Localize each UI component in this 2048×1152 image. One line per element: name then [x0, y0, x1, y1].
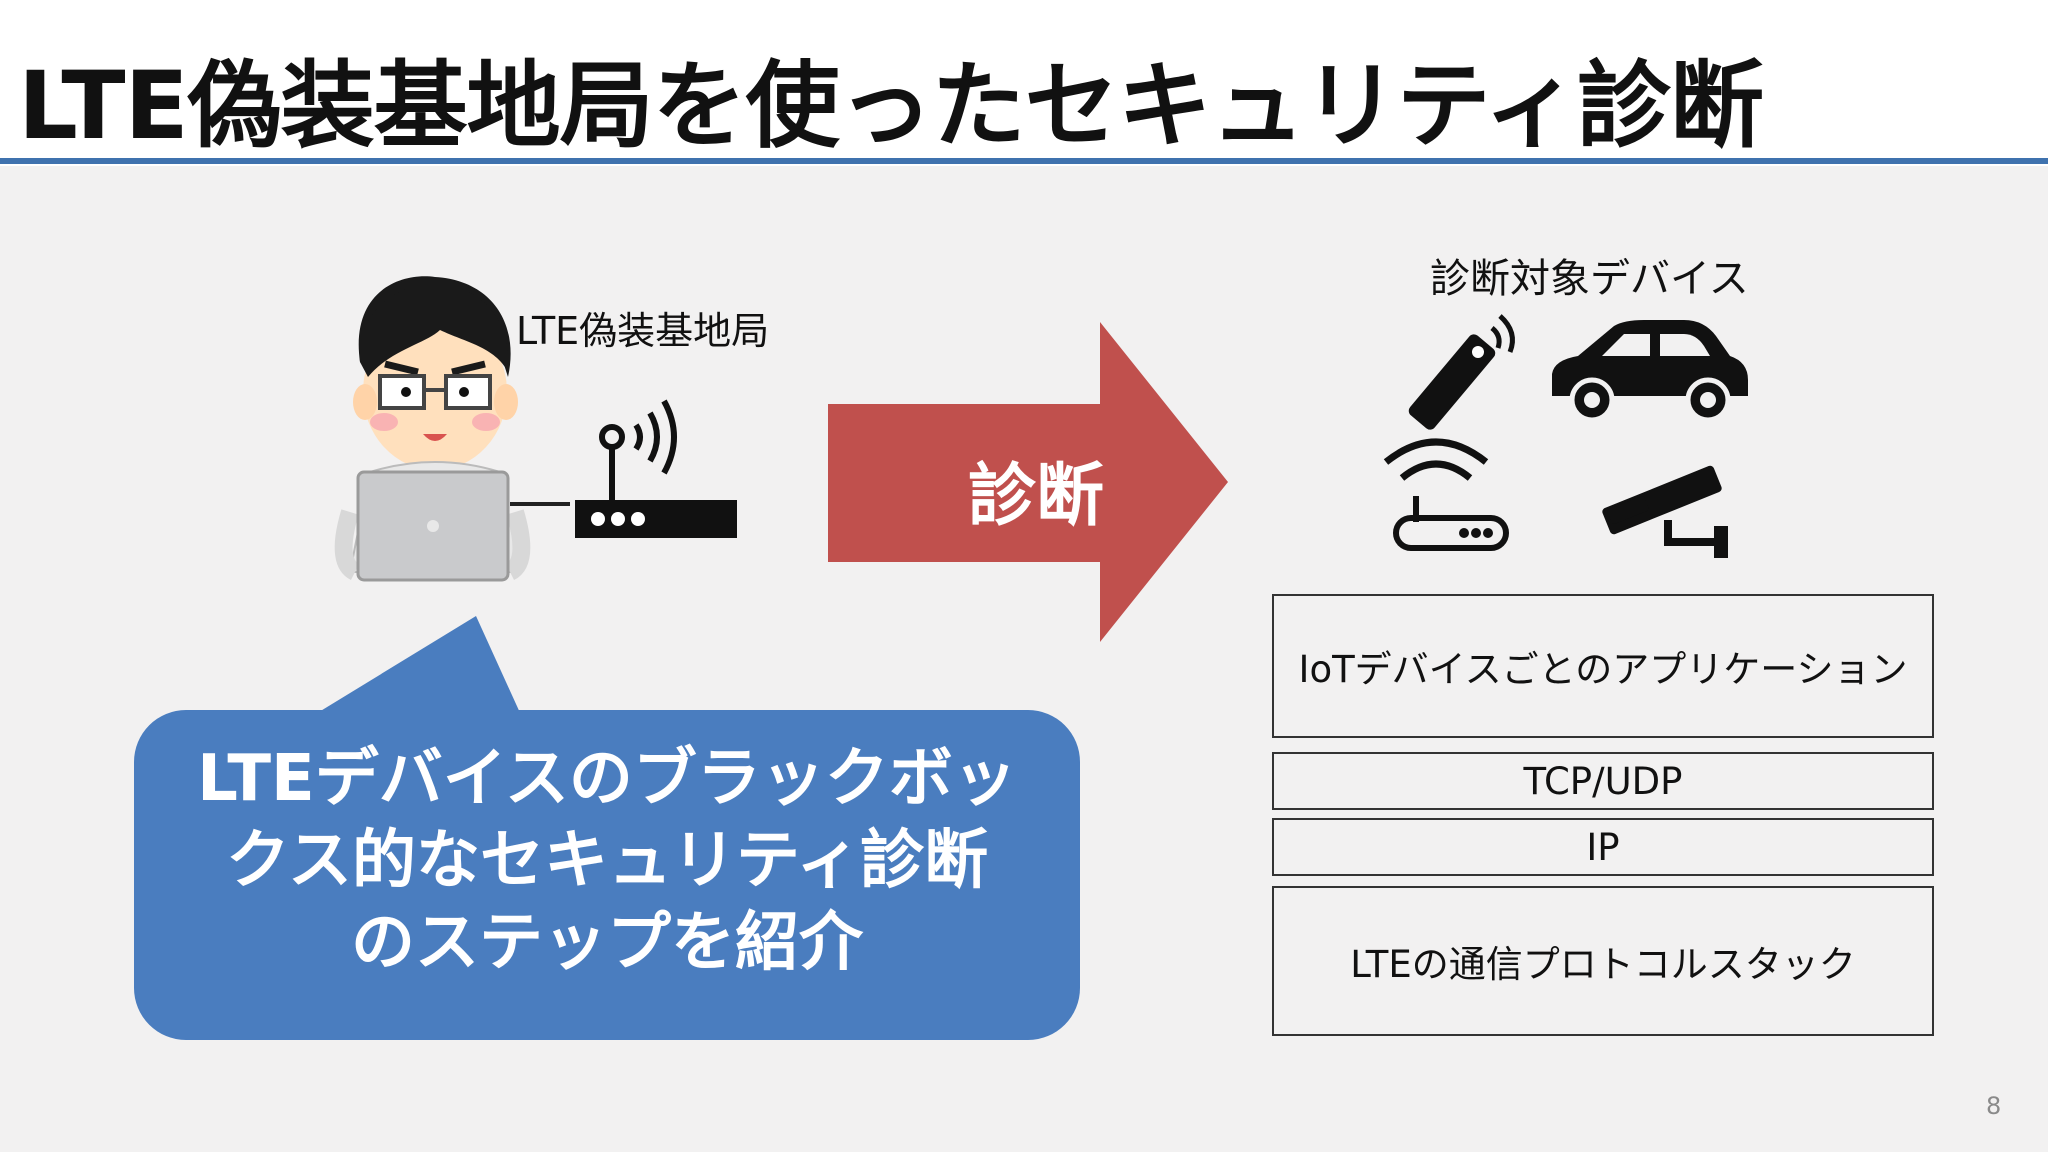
router-icon — [1383, 438, 1509, 551]
callout-line-2: クス的なセキュリティ診断 — [225, 824, 989, 898]
network-cable — [510, 502, 570, 506]
title-bar: LTE偽装基地局を使ったセキュリティ診断 — [0, 0, 2048, 166]
callout-bubble — [134, 710, 1080, 1040]
target-devices-label: 診断対象デバイス — [1430, 256, 1749, 302]
remote-icon — [1408, 314, 1515, 430]
callout-text: LTEデバイスのブラックボッ クス的なセキュリティ診断 のステップを紹介 — [134, 738, 1080, 984]
car-icon — [1552, 320, 1748, 423]
slide-title: LTE偽装基地局を使ったセキュリティ診断 — [18, 52, 1764, 161]
diagnosis-arrow-label: 診断 — [968, 457, 1105, 536]
page-number: 8 — [1986, 1092, 2002, 1120]
stack-layer-application: IoTデバイスごとのアプリケーション — [1272, 594, 1934, 738]
callout-pointer — [296, 616, 526, 726]
title-underline — [0, 158, 2048, 164]
diagnosis-arrow — [828, 322, 1228, 642]
hacker-person-icon — [334, 276, 531, 582]
base-station-icon — [575, 399, 737, 538]
fake-base-station-label: LTE偽装基地局 — [516, 309, 770, 353]
callout-line-3: のステップを紹介 — [351, 906, 863, 980]
stack-layer-ip: IP — [1272, 818, 1934, 876]
callout-line-1: LTEデバイスのブラックボッ — [197, 742, 1017, 816]
security-camera-icon — [1602, 465, 1728, 558]
stack-layer-tcp-udp: TCP/UDP — [1272, 752, 1934, 810]
stack-layer-lte: LTEの通信プロトコルスタック — [1272, 886, 1934, 1036]
